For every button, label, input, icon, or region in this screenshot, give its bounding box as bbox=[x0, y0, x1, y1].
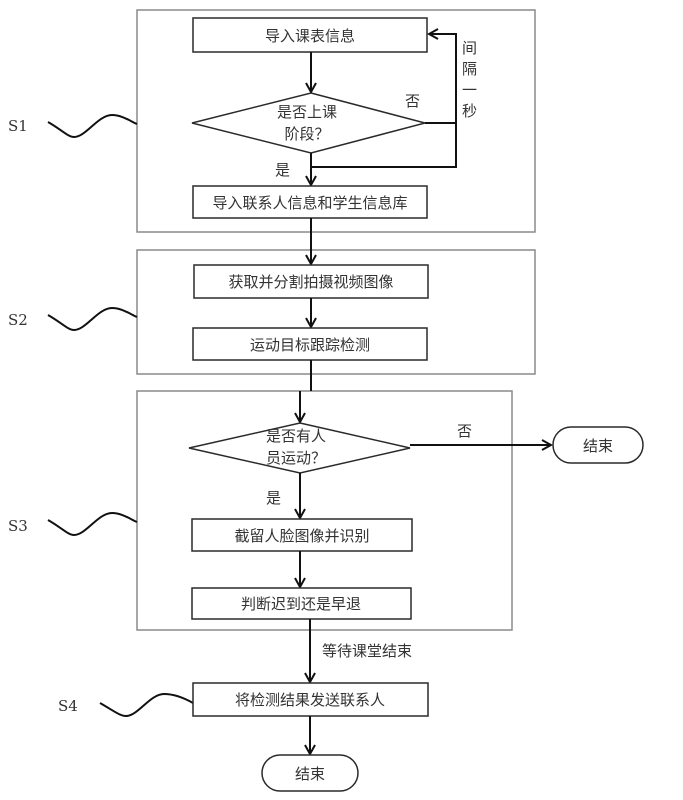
stage-label-s3: S3 bbox=[8, 517, 28, 535]
node-import-schedule bbox=[192, 17, 428, 53]
terminal-end-2 bbox=[261, 754, 359, 792]
stage-s3-connector bbox=[47, 511, 138, 537]
edge-label-wait-class-end: 等待课堂结束 bbox=[322, 642, 412, 660]
edge-label-no-1: 否 bbox=[405, 92, 420, 110]
node-capture-video-text: 获取并分割拍摄视频图像 bbox=[228, 273, 393, 291]
terminal-end-1-text: 结束 bbox=[583, 437, 613, 455]
stage-label-s4: S4 bbox=[58, 697, 78, 715]
terminal-end-2-text: 结束 bbox=[295, 765, 325, 783]
stage-s4-connector bbox=[99, 692, 194, 718]
node-capture-face-text: 截留人脸图像并识别 bbox=[234, 527, 369, 545]
edge-label-interval-2: 隔 bbox=[462, 60, 477, 78]
stage-s1-group bbox=[136, 9, 536, 233]
node-import-contacts bbox=[192, 185, 428, 219]
edge-label-interval-4: 秒 bbox=[462, 102, 477, 120]
stage-label-s2: S2 bbox=[8, 311, 28, 329]
decision-class-time-line2: 阶段？ bbox=[284, 125, 329, 143]
node-import-schedule-text: 导入课表信息 bbox=[265, 27, 355, 45]
node-judge-late bbox=[191, 587, 412, 620]
edge-loop-lower bbox=[311, 123, 457, 168]
edge-label-no-2: 否 bbox=[457, 422, 472, 440]
decision-class-time-line1: 是否上课 bbox=[277, 103, 337, 121]
node-send-result-text: 将检测结果发送联系人 bbox=[235, 691, 385, 709]
edge-label-yes-2: 是 bbox=[266, 489, 281, 507]
stage-s2-group bbox=[136, 249, 536, 375]
node-capture-video bbox=[193, 264, 429, 299]
stage-s3-group bbox=[136, 390, 513, 631]
node-import-contacts-text: 导入联系人信息和学生信息库 bbox=[212, 194, 407, 212]
edge-label-yes-1: 是 bbox=[275, 161, 290, 179]
decision-has-motion-line1: 是否有人 bbox=[266, 427, 326, 445]
terminal-end-1 bbox=[552, 426, 644, 464]
node-judge-late-text: 判断迟到还是早退 bbox=[241, 595, 361, 613]
edge-no-loop-back bbox=[425, 34, 457, 124]
stage-s1-connector bbox=[47, 113, 138, 139]
decision-has-motion-line2: 员运动？ bbox=[266, 449, 326, 467]
edge-label-interval-3: 一 bbox=[462, 81, 477, 99]
node-send-result bbox=[192, 682, 429, 717]
decision-class-time bbox=[191, 92, 428, 154]
node-motion-tracking-text: 运动目标跟踪检测 bbox=[250, 336, 370, 354]
stage-s2-connector bbox=[47, 306, 138, 332]
stage-label-s1: S1 bbox=[8, 117, 28, 135]
edge-label-interval-1: 间 bbox=[462, 39, 477, 57]
node-capture-face bbox=[191, 518, 413, 552]
